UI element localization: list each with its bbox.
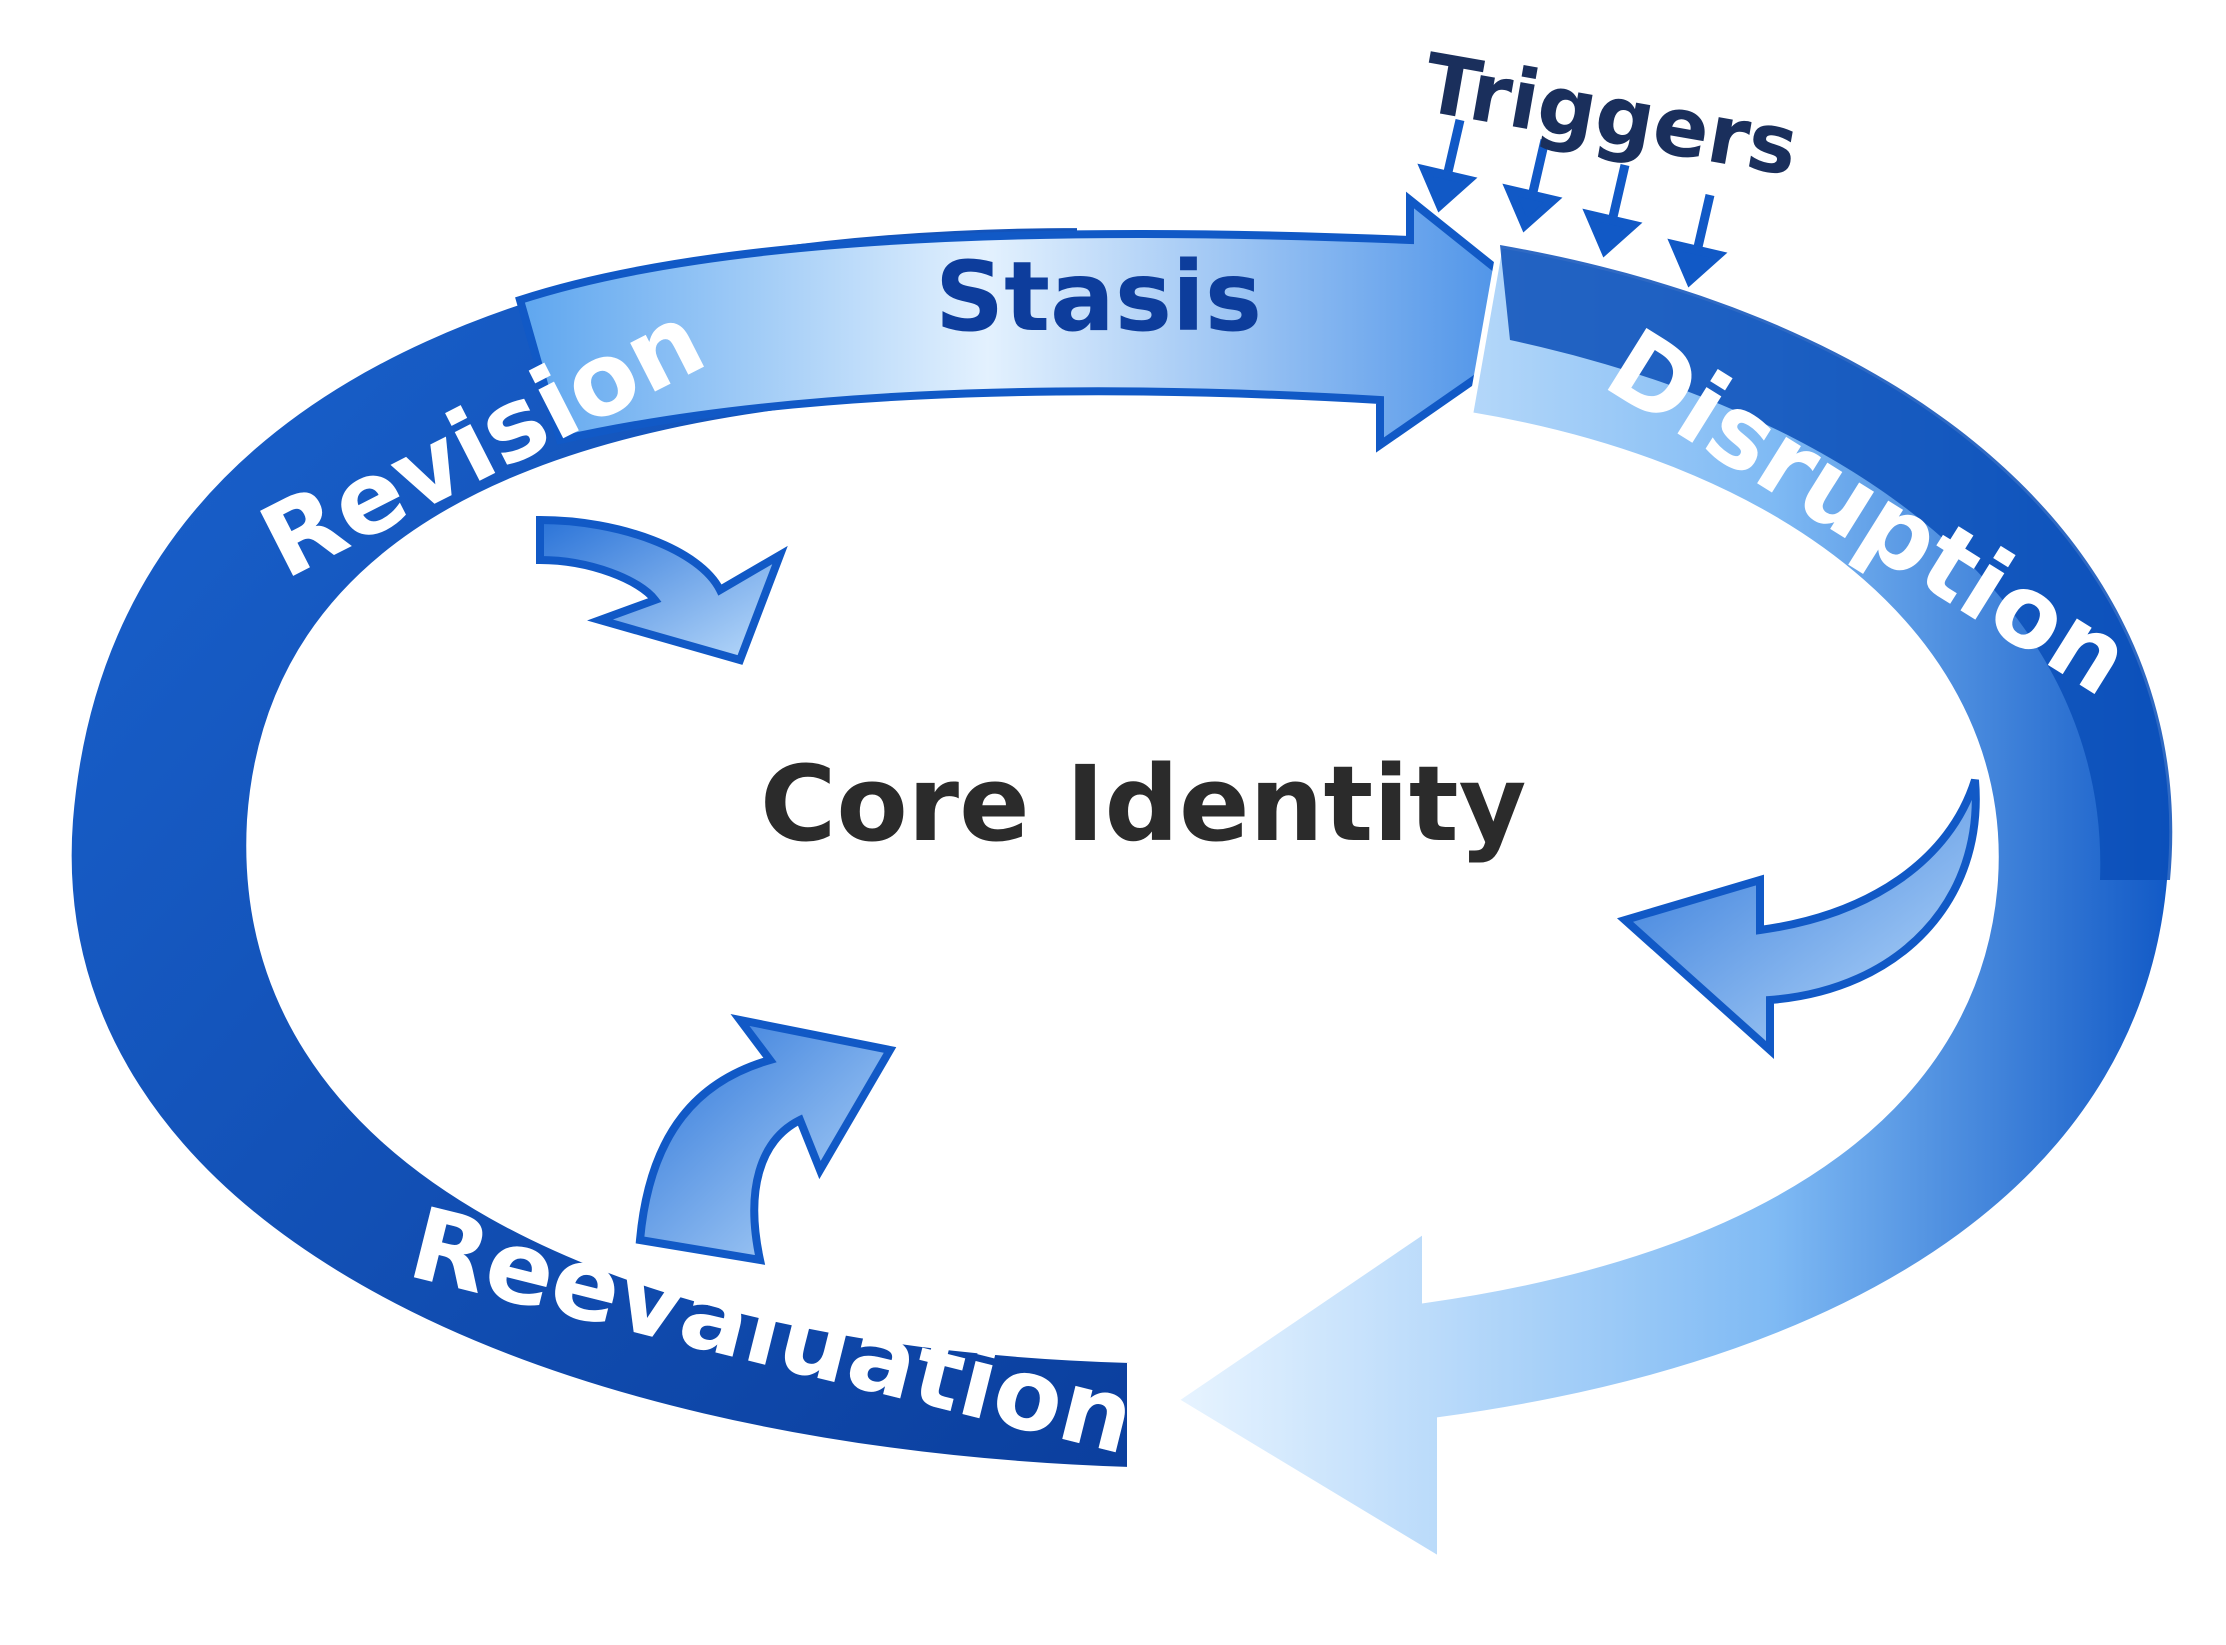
revision-inner-arrow [536, 515, 788, 665]
trigger-arrows [1417, 118, 1728, 288]
disruption-inner-arrow [1616, 778, 1980, 1059]
disruption-dark-band [1500, 245, 2173, 880]
ring-left-arc [65, 221, 1133, 1474]
stasis-arrow [515, 191, 1567, 453]
reevaluation-inner-arrow [635, 1014, 897, 1265]
core-identity-label: Core Identity [760, 743, 1526, 865]
triggers-label: Triggers [1417, 36, 1805, 195]
stage-label-stasis: Stasis [935, 241, 1262, 353]
